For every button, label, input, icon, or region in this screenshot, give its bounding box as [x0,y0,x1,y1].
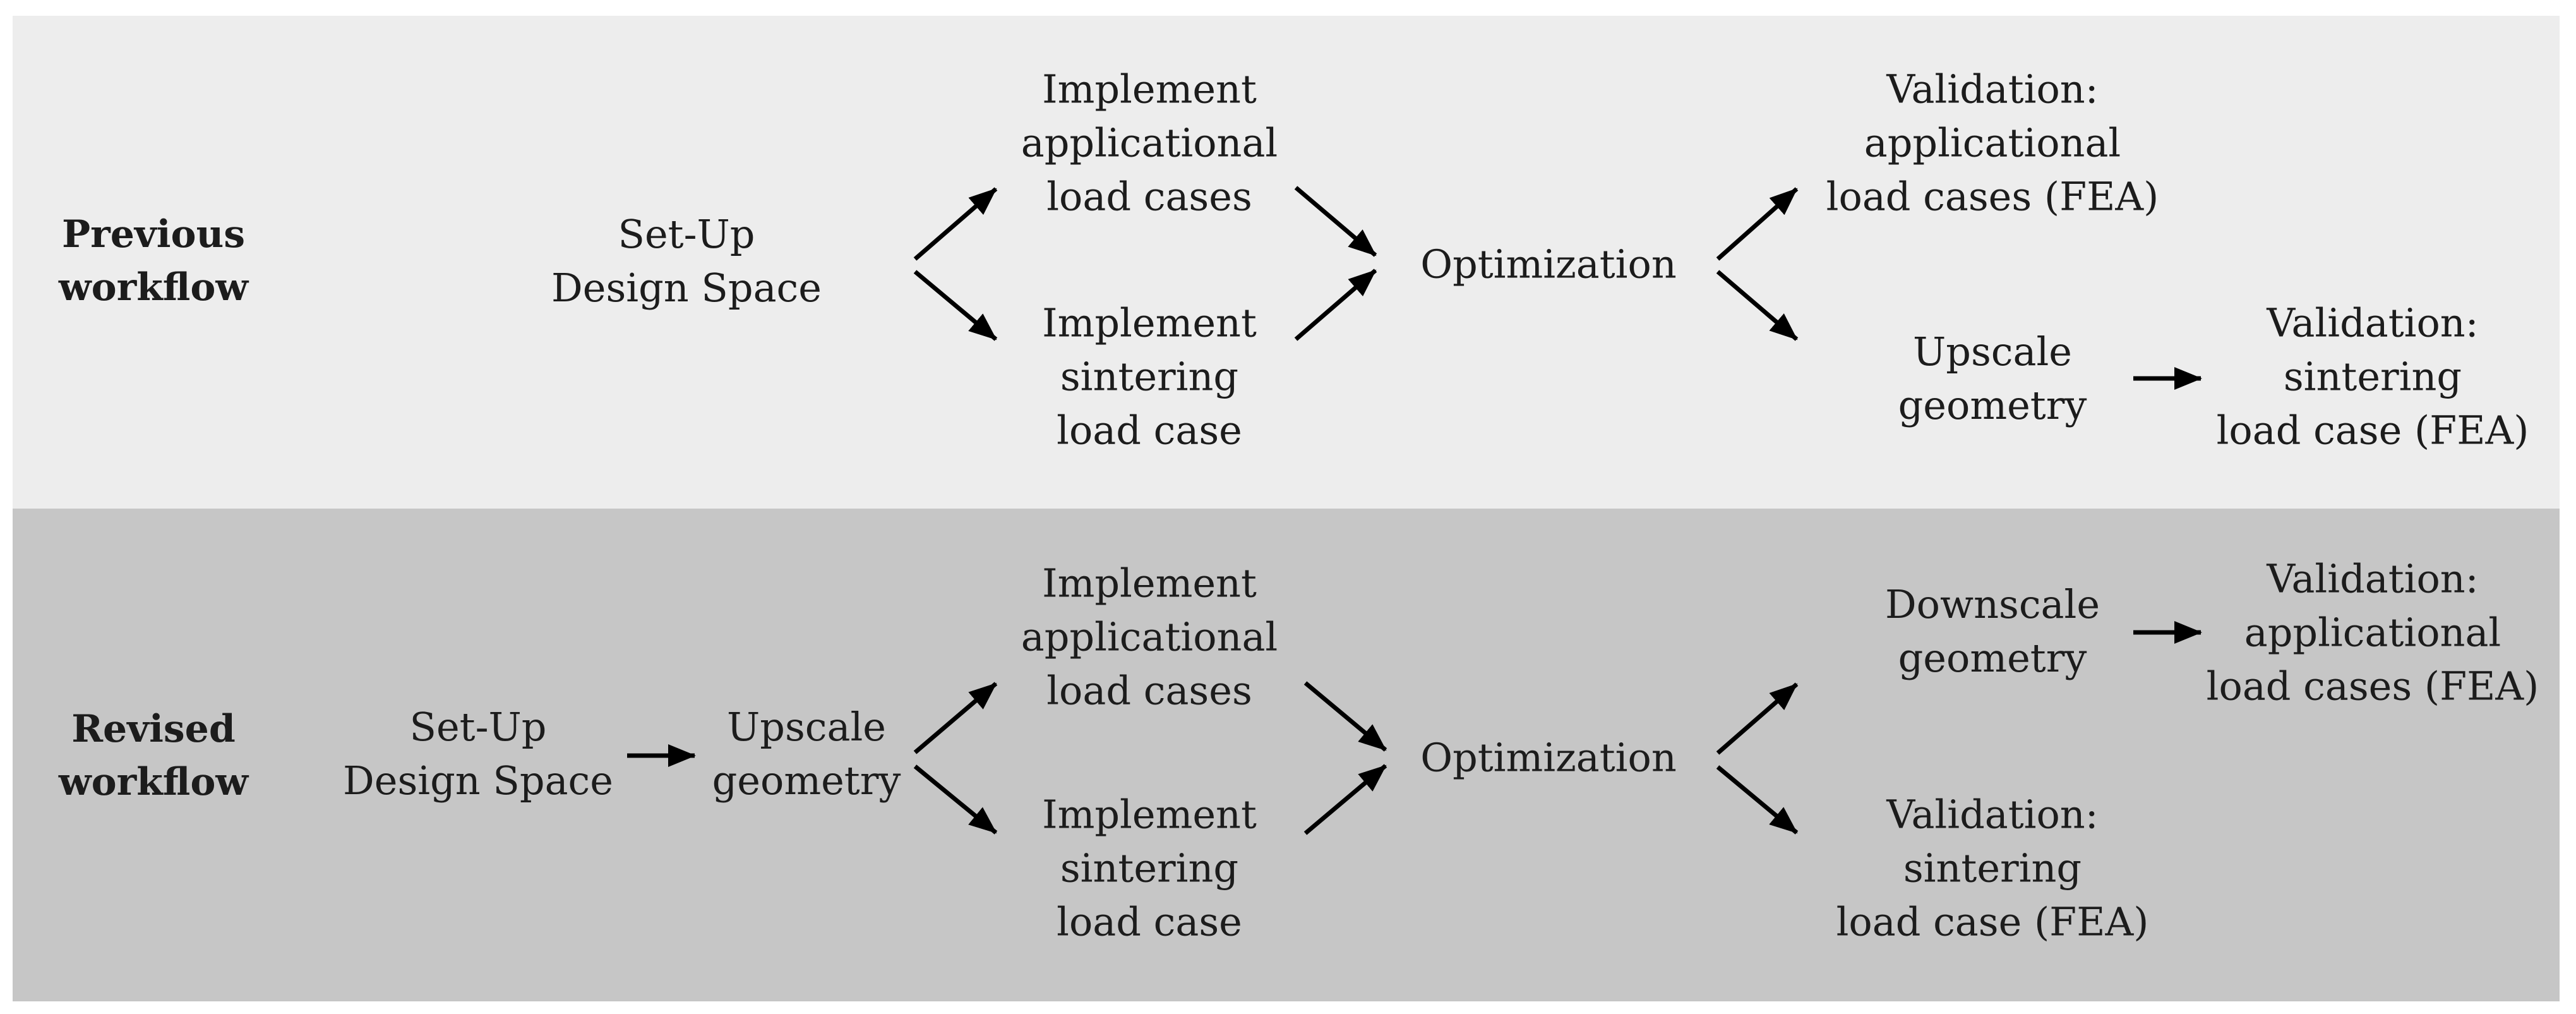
arrow-prev-optim-to-upscale [1716,270,1799,341]
previous-upscale-geometry: Upscale geometry [1898,329,2087,428]
revised-upscale-geometry: Upscale geometry [712,704,901,804]
revised-downscale-geometry: Downscale geometry [1884,581,2100,681]
revised-validation-applicational-load-cases: Validation: applicational load cases (FE… [2206,555,2539,709]
previous-workflow-label: Previous workflow [58,212,249,310]
revised-workflow-panel [13,509,2560,1001]
previous-validation-sintering-load-case: Validation: sintering load case (FEA) [2216,299,2529,454]
arrow-rev-optim-to-val-sint [1716,765,1799,835]
arrow-prev-impl-app-to-optim [1294,186,1377,257]
previous-optimization: Optimization [1420,241,1677,287]
previous-implement-sintering-load-case: Implement sintering load case [1042,299,1257,454]
revised-optimization: Optimization [1420,734,1677,781]
previous-setup-design-space: Set-Up Design Space [551,211,822,311]
revised-setup-design-space: Set-Up Design Space [343,704,613,804]
previous-validation-applicational-load-cases: Validation: applicational load cases (FE… [1826,66,2159,220]
previous-implement-applicational-load-cases: Implement applicational load cases [1021,66,1278,220]
arrow-rev-impl-app-to-optim [1303,681,1387,752]
revised-workflow-label: Revised workflow [58,707,249,804]
arrow-rev-impl-sint-to-optim [1303,764,1387,835]
arrow-rev-upscale-to-impl-sint [913,764,998,835]
arrow-prev-optim-to-val-app [1716,187,1799,261]
arrow-rev-optim-to-downscale [1716,682,1799,755]
arrow-prev-setup-to-impl-app [913,187,998,261]
revised-implement-applicational-load-cases: Implement applicational load cases [1021,560,1278,714]
arrow-rev-upscale-to-impl-app [913,682,998,754]
revised-validation-sintering-load-case: Validation: sintering load case (FEA) [1836,791,2149,945]
previous-workflow-panel [13,16,2560,509]
arrow-prev-setup-to-impl-sint [913,270,998,341]
revised-implement-sintering-load-case: Implement sintering load case [1042,791,1257,945]
arrow-prev-impl-sint-to-optim [1294,269,1377,341]
